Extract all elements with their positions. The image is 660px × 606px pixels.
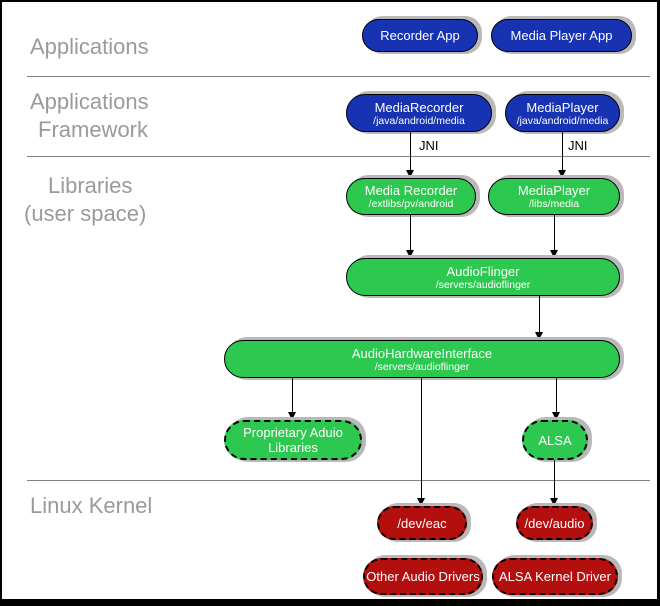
node-subtitle: /java/android/media	[516, 114, 609, 127]
node-audioflinger: AudioFlinger /servers/audioflinger	[346, 258, 620, 296]
node-title: AudioHardwareInterface	[351, 345, 493, 361]
node-title: AudioFlinger	[446, 263, 520, 279]
connector-audioflinger-to-ahi	[539, 296, 540, 333]
node-title: Proprietary Aduio Libraries	[243, 425, 343, 455]
node-proprietary-audio-libraries: Proprietary Aduio Libraries	[224, 420, 362, 460]
arrowhead-down-icon	[558, 170, 566, 178]
arrowhead-down-icon	[550, 498, 558, 506]
arrowhead-down-icon	[288, 412, 296, 420]
section-label-libraries: Libraries	[48, 173, 133, 198]
section-label-line: Framework	[38, 117, 149, 142]
node-media-recorder-lib: Media Recorder /extlibs/pv/android	[346, 178, 476, 215]
divider-applications	[27, 76, 650, 77]
node-mediaplayer-framework: MediaPlayer /java/android/media	[505, 94, 620, 132]
node-mediarecorder-framework: MediaRecorder /java/android/media	[346, 94, 492, 132]
connector-ahi-to-dev-eac	[421, 378, 422, 499]
connector-ahi-to-proprietary	[292, 378, 293, 413]
section-label-applications-framework: Applications Framework	[30, 88, 149, 144]
node-title: ALSA Kernel Driver	[499, 569, 611, 584]
node-media-player-app: Media Player App	[491, 19, 632, 52]
arrowhead-down-icon	[406, 170, 414, 178]
node-title: Media Recorder	[364, 183, 458, 198]
node-title: MediaPlayer	[517, 183, 591, 198]
jni-label: JNI	[419, 138, 439, 153]
connector-recorder-to-audioflinger	[410, 215, 411, 251]
connector-ahi-to-alsa	[556, 378, 557, 413]
node-title: /dev/audio	[524, 515, 585, 531]
node-title: ALSA	[538, 432, 572, 448]
node-subtitle: /libs/media	[528, 198, 580, 210]
section-label-user-space: (user space)	[24, 201, 147, 226]
node-mediaplayer-lib: MediaPlayer /libs/media	[488, 178, 620, 215]
node-subtitle: /servers/audioflinger	[435, 278, 531, 291]
node-title: MediaPlayer	[526, 99, 599, 115]
divider-framework	[27, 156, 650, 157]
section-label-line: Applications	[30, 89, 149, 114]
node-title: Media Player App	[510, 28, 613, 43]
connector-mediarecorder-jni	[410, 132, 411, 171]
node-other-audio-drivers: Other Audio Drivers	[363, 558, 483, 595]
divider-kernel	[27, 480, 650, 481]
arrowhead-down-icon	[417, 498, 425, 506]
connector-mediaplayer-jni	[562, 132, 563, 171]
node-subtitle: /extlibs/pv/android	[368, 198, 454, 210]
jni-label: JNI	[568, 138, 588, 153]
node-title: MediaRecorder	[374, 99, 464, 115]
node-audiohardwareinterface: AudioHardwareInterface /servers/audiofli…	[224, 340, 620, 378]
node-recorder-app: Recorder App	[362, 19, 478, 52]
connector-player-to-audioflinger	[554, 215, 555, 251]
node-dev-audio: /dev/audio	[516, 506, 593, 540]
node-title: Recorder App	[380, 28, 460, 43]
arrowhead-down-icon	[535, 332, 543, 340]
node-title: /dev/eac	[397, 515, 447, 531]
section-label-applications: Applications	[30, 34, 149, 59]
node-title: Other Audio Drivers	[366, 569, 480, 584]
node-subtitle: /servers/audioflinger	[374, 360, 470, 373]
arrowhead-down-icon	[552, 412, 560, 420]
section-label-linux-kernel: Linux Kernel	[30, 493, 153, 518]
node-subtitle: /java/android/media	[373, 114, 465, 127]
node-alsa: ALSA	[522, 420, 588, 460]
connector-alsa-to-dev-audio	[554, 460, 555, 499]
arrowhead-down-icon	[406, 250, 414, 258]
node-alsa-kernel-driver: ALSA Kernel Driver	[492, 558, 618, 595]
node-dev-eac: /dev/eac	[377, 506, 467, 540]
arrowhead-down-icon	[550, 250, 558, 258]
